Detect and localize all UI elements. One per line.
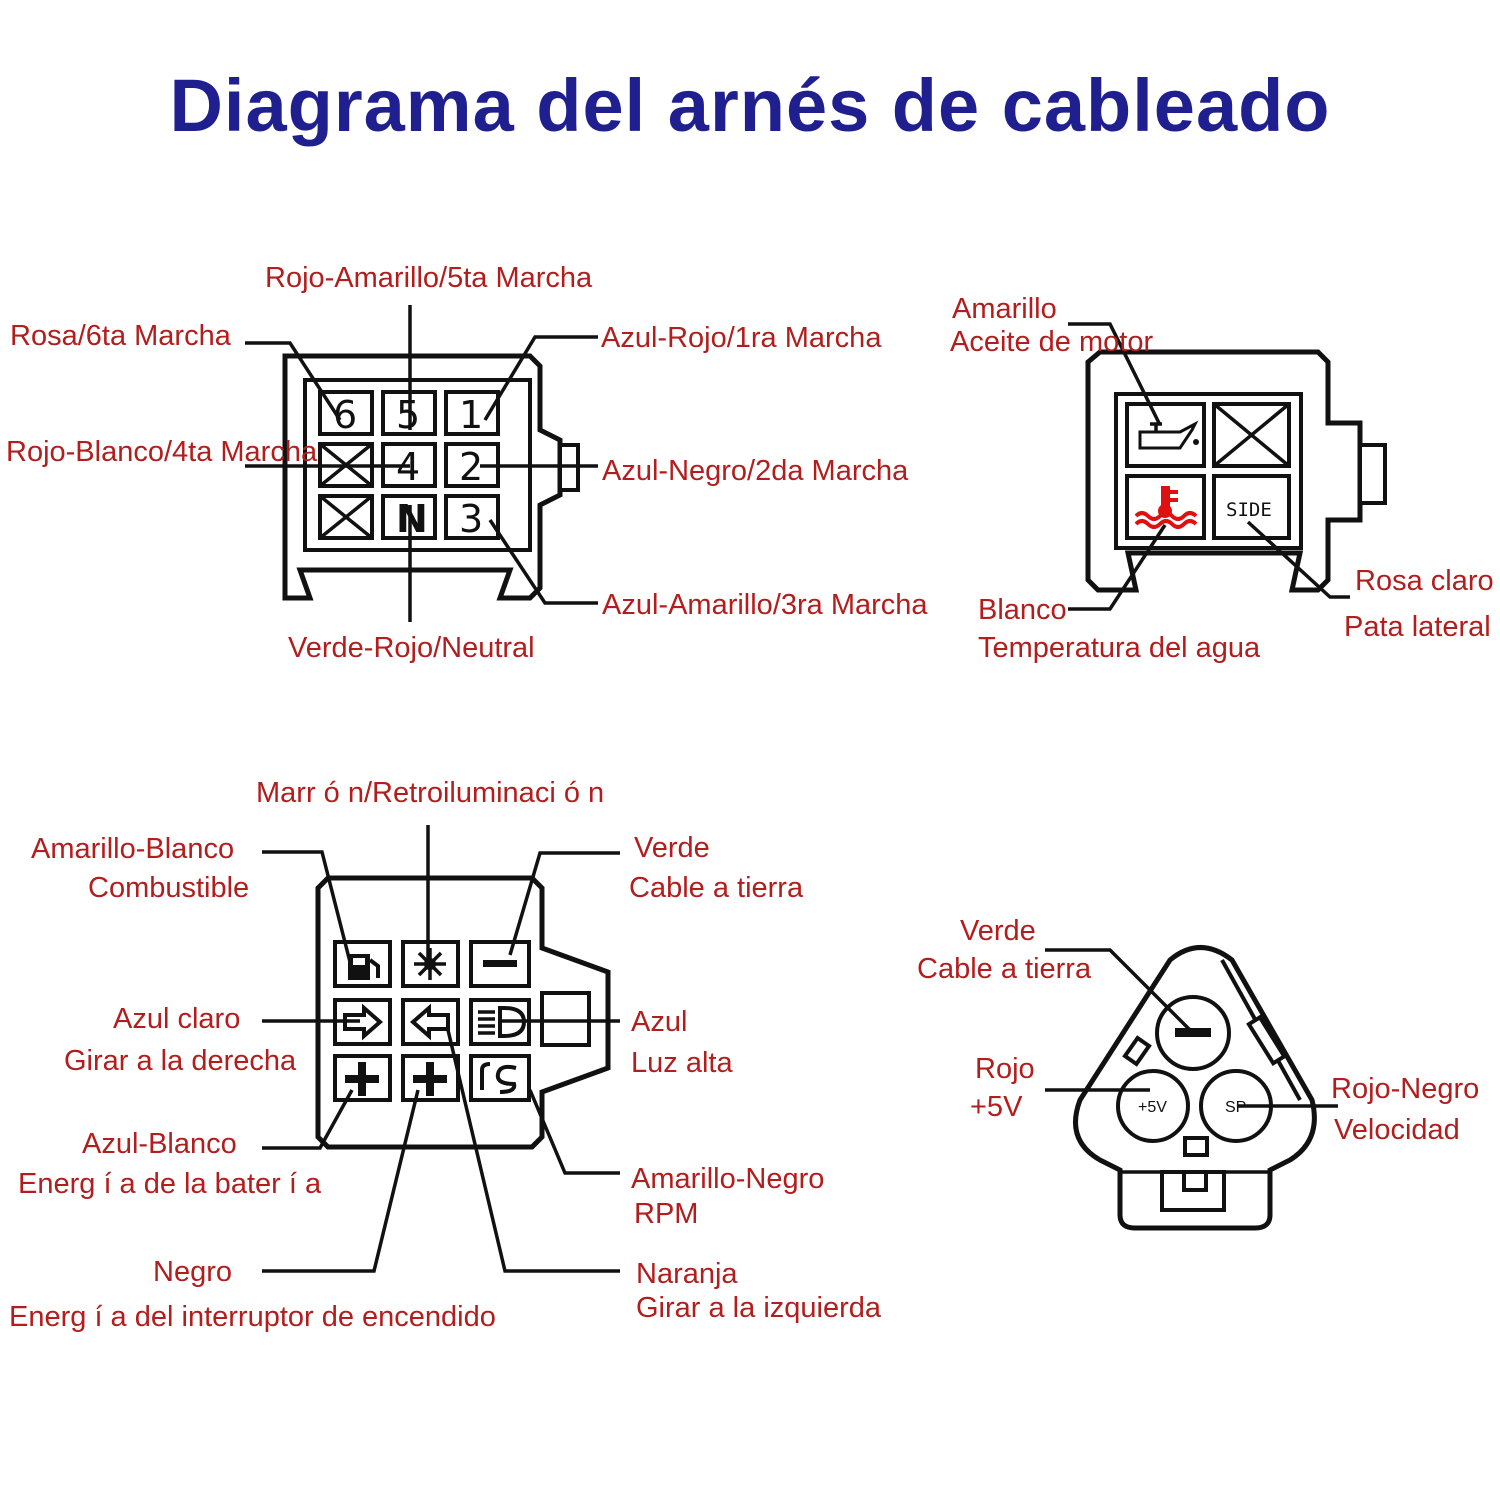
label-speed-color: Rojo-Negro: [1331, 1073, 1479, 1105]
sp-text: SP: [1225, 1099, 1246, 1116]
label-right-turn-name: Girar a la derecha: [64, 1045, 297, 1077]
side-text: SIDE: [1226, 499, 1272, 521]
latch-slot: [1246, 1014, 1288, 1066]
label-plus-color: Rojo: [975, 1053, 1035, 1085]
pin-2: 2: [459, 445, 483, 489]
label-pin-neutral: Verde-Rojo/Neutral: [288, 632, 535, 664]
label-pin-4: Rojo-Blanco/4ta Marcha: [6, 436, 318, 468]
label-fuel-color: Amarillo-Blanco: [31, 833, 234, 865]
minus-icon: [1175, 1028, 1211, 1037]
label-side-name: Pata lateral: [1344, 611, 1491, 643]
pin-5: 5: [396, 393, 420, 437]
key-slot: [1183, 1136, 1209, 1157]
label-rpm-color: Amarillo-Negro: [631, 1163, 824, 1195]
label-oil-name: Aceite de motor: [950, 326, 1153, 358]
label-water-name: Temperatura del agua: [978, 632, 1261, 664]
key-slot: [1122, 1035, 1152, 1067]
label-high-beam-color: Azul: [631, 1006, 687, 1038]
label-ground-color: Verde: [634, 832, 710, 864]
speed-connector: +5V SP Verde Cable a tierra Rojo +5V Roj…: [917, 915, 1479, 1231]
rpm-icon: [480, 1062, 517, 1094]
page-title: Diagrama del arnés de cableado: [169, 64, 1331, 147]
backlight-sun-icon: [414, 948, 446, 980]
pin-neutral: N: [396, 497, 428, 541]
label-ground-name: Cable a tierra: [629, 872, 804, 904]
high-beam-icon: [478, 1006, 527, 1038]
plus-icon: [413, 1062, 447, 1096]
pin-3: 3: [459, 497, 483, 541]
label-water-color: Blanco: [978, 594, 1067, 626]
plus-icon: [345, 1062, 379, 1096]
label-pin-2: Azul-Negro/2da Marcha: [602, 455, 909, 487]
indicator-connector: Marr ó n/Retroiluminaci ó n Amarillo-Bla…: [9, 777, 882, 1333]
arrow-left-icon: [409, 1003, 450, 1041]
label-ignition-color: Negro: [153, 1256, 232, 1288]
label-side-color: Rosa claro: [1355, 565, 1494, 597]
label-backlight: Marr ó n/Retroiluminaci ó n: [256, 777, 604, 809]
label-battery-name: Energ í a de la bater í a: [18, 1168, 322, 1200]
label-battery-color: Azul-Blanco: [82, 1128, 237, 1160]
label-pin-6: Rosa/6ta Marcha: [10, 320, 232, 352]
label-ground-name: Cable a tierra: [917, 953, 1092, 985]
label-left-turn-name: Girar a la izquierda: [636, 1292, 882, 1324]
pin-1: 1: [459, 393, 483, 437]
plus5v-text: +5V: [1138, 1099, 1167, 1116]
label-rpm-name: RPM: [634, 1198, 698, 1230]
label-speed-name: Velocidad: [1334, 1114, 1460, 1146]
label-ground-color: Verde: [960, 915, 1036, 947]
label-oil-color: Amarillo: [952, 293, 1057, 325]
connector-latch: [540, 991, 591, 1047]
connector-latch: [1358, 443, 1387, 505]
label-high-beam-name: Luz alta: [631, 1047, 733, 1079]
label-plus-value: +5V: [970, 1091, 1023, 1123]
water-temperature-icon: [1134, 486, 1198, 529]
label-pin-5: Rojo-Amarillo/5ta Marcha: [265, 262, 593, 294]
sensor-connector: SIDE Amarillo Aceite de motor Blanco Tem…: [950, 293, 1494, 664]
label-fuel-name: Combustible: [88, 872, 249, 904]
label-pin-3: Azul-Amarillo/3ra Marcha: [602, 589, 928, 621]
gear-connector: 6 5 1 4 2 N 3 Rojo-Amarillo/5ta Marcha R…: [6, 262, 928, 664]
label-right-turn-color: Azul claro: [113, 1003, 240, 1035]
fuel-pump-icon: [348, 954, 380, 980]
label-left-turn-color: Naranja: [636, 1258, 738, 1290]
arrow-right-icon: [343, 1003, 384, 1041]
minus-icon: [483, 960, 517, 967]
side-stand-pin: [1212, 474, 1291, 540]
label-pin-1: Azul-Rojo/1ra Marcha: [601, 322, 882, 354]
label-ignition-name: Energ í a del interruptor de encendido: [9, 1301, 496, 1333]
